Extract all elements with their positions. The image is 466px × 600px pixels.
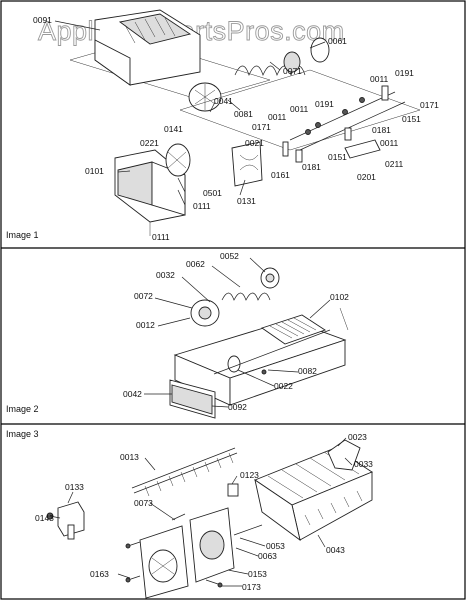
panel-title-image-3: Image 3 (6, 429, 39, 439)
part-label: 0092 (228, 402, 247, 412)
part-label: 0091 (33, 15, 52, 25)
part-label: 0123 (240, 470, 259, 480)
part-label: 0211 (385, 159, 404, 169)
part-label: 0011 (370, 74, 389, 84)
part-label: 0011 (290, 104, 309, 114)
part-label: 0043 (326, 545, 345, 555)
part-label: 0022 (274, 381, 293, 391)
baseplate-outline (179, 69, 421, 151)
part-label: 0023 (348, 432, 367, 442)
part-label: 0073 (134, 498, 153, 508)
part-label: 0191 (315, 99, 334, 109)
panel-image-3: Image 3 0023 0013 0033 0123 0143 0133 00… (6, 429, 373, 599)
part-label: 0081 (234, 109, 253, 119)
ice-tray-part (260, 307, 349, 345)
part-label: 0032 (156, 270, 175, 280)
part-label: 0082 (298, 366, 317, 376)
part-label: 0111 (152, 232, 170, 242)
part-label: 0171 (420, 100, 439, 110)
screws-part (125, 513, 223, 588)
part-label: 0071 (283, 66, 302, 76)
panel-image-1: Image 1 0091 0061 0071 0041 0081 0011 01… (6, 9, 439, 242)
part-label: 0061 (328, 36, 347, 46)
part-label: 0181 (302, 162, 321, 172)
coil-spring-part (221, 292, 271, 301)
part-label: 0141 (164, 124, 183, 134)
part-label: 0173 (242, 582, 261, 592)
part-label: 0053 (266, 541, 285, 551)
panel-title-image-1: Image 1 (6, 230, 39, 240)
part-label: 0143 (35, 513, 54, 523)
part-label: 0013 (120, 452, 139, 462)
cover-plate-part (231, 141, 263, 187)
part-label: 0011 (268, 112, 287, 122)
bin-housing-part (169, 319, 347, 419)
panel-title-image-2: Image 2 (6, 404, 39, 414)
part-label: 0501 (203, 188, 222, 198)
control-housing-part (139, 507, 263, 599)
gear-part (165, 143, 191, 177)
switch-block-part (46, 501, 85, 540)
part-label: 0151 (328, 152, 347, 162)
part-label: 0052 (220, 251, 239, 261)
part-label: 0151 (402, 114, 421, 124)
drive-disc-part (188, 82, 222, 112)
part-label: 0133 (65, 482, 84, 492)
part-label: 0201 (357, 172, 376, 182)
part-label: 0111 (193, 201, 211, 211)
part-label: 0171 (252, 122, 271, 132)
part-label: 0021 (245, 138, 264, 148)
part-label: 0163 (90, 569, 109, 579)
part-label: 0161 (271, 170, 290, 180)
ice-bucket-part (69, 9, 271, 101)
part-label: 0221 (140, 138, 159, 148)
shaft-assembly (282, 85, 406, 163)
part-label: 0063 (258, 551, 277, 561)
part-label: 0181 (372, 125, 391, 135)
part-label: 0041 (214, 96, 233, 106)
part-label: 0153 (248, 569, 267, 579)
part-label: 0191 (395, 68, 414, 78)
panel-image-2: Image 2 0052 0062 0032 0072 0012 0102 00… (6, 251, 349, 419)
auger-ring-part (310, 37, 330, 63)
connector-part (227, 483, 239, 497)
part-label: 0062 (186, 259, 205, 269)
part-label: 0011 (380, 138, 399, 148)
part-label: 0131 (237, 196, 256, 206)
part-label: 0102 (330, 292, 349, 302)
ejector-comb-part (131, 447, 238, 497)
part-label: 0012 (136, 320, 155, 330)
part-label: 0042 (123, 389, 142, 399)
part-label: 0072 (134, 291, 153, 301)
part-label: 0101 (85, 166, 104, 176)
part-label: 0033 (354, 459, 373, 469)
